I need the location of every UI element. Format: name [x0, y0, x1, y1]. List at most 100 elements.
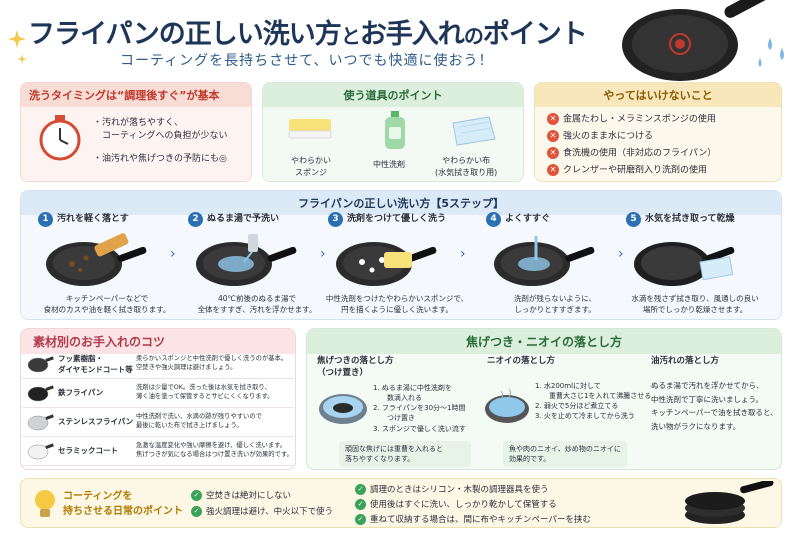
stains-title: 焦げつき・ニオイの落とし方 [307, 329, 781, 354]
step-pan-icon [634, 242, 735, 286]
step-number: 1 [38, 212, 53, 227]
tools-title: 使う道具のポイント [263, 83, 523, 107]
oil-lines: ぬるま湯で汚れを浮かせてから、中性洗剤で丁寧に洗いましょう。キッチンペーパーで油… [651, 381, 778, 431]
sparkle-icon [8, 30, 27, 64]
material-row: フッ素樹脂・ダイヤモンドコート等柔らかいスポンジと中性洗剤で優しく洗うのが基本。… [22, 350, 294, 379]
sponge-icon [288, 119, 332, 139]
burnt-note: 頑固な焦げには重曹を入れると落ちやすくなります。 [339, 441, 471, 467]
stacked-pans-icon [685, 481, 774, 524]
material-name: セラミックコート [58, 446, 118, 455]
step-desc-1: 40℃前後のぬるま湯で [218, 294, 296, 303]
step-desc-2: 円を描くように優しく洗います。 [341, 305, 453, 314]
odor-title: ニオイの落とし方 [487, 356, 556, 366]
step-desc-2: 場所でしっかり乾燥させます。 [642, 305, 748, 314]
steps-title: フライパンの正しい洗い方【5ステップ】 [21, 191, 781, 215]
timing-line-1: ・汚れが落ちやすく、 [93, 118, 184, 128]
dont-item: ✕クレンザーや研磨剤入り洗剤の使用 [547, 164, 707, 178]
step-desc-1: 水滴を残さず拭き取り、風通しの良い [631, 294, 759, 303]
clock-icon [39, 115, 81, 161]
step-desc-2: しっかりとすすぎます。 [514, 305, 596, 314]
donts-title: やってはいけないこと [535, 83, 781, 107]
step-desc-1: 中性洗剤をつけたやわらかいスポンジで、 [325, 294, 469, 303]
cloth-icon [452, 116, 496, 146]
step-number: 5 [626, 212, 641, 227]
material-desc: 急激な温度変化や強い摩擦を避け、優しく洗います。焦げつきが気になる場合はつけ置き… [136, 442, 293, 459]
tool-label-detergent: 中性洗剤 [373, 160, 405, 169]
step-pan-icon [494, 236, 595, 286]
x-icon: ✕ [547, 164, 559, 176]
pan-icon [27, 356, 54, 373]
dont-item: ✕食洗機の使用（非対応のフライパン） [547, 147, 716, 161]
dont-item: ✕金属たわし・メラミンスポンジの使用 [547, 113, 716, 127]
arrow-right-icon: › [170, 246, 176, 262]
step-number: 2 [188, 212, 203, 227]
timing-title: 洗うタイミングは“調理後すぐ”が基本 [21, 83, 251, 107]
page-subtitle: コーティングを長持ちさせて、いつでも快適に使おう！ [120, 53, 494, 69]
timing-line-2: コーティングへの負担が少ない [93, 131, 228, 141]
soaking-pan-icon [319, 394, 367, 424]
material-desc: 柔らかいスポンジと中性洗剤で優しく洗うのが基本。空焚きや強火調理は避けましょう。 [136, 355, 288, 372]
check-icon: ✓ [191, 490, 202, 501]
footer-panel: コーティングを持ちさせる日常のポイント ✓空焚きは絶対にしない ✓強火調理は避け… [20, 478, 782, 528]
materials-panel: 素材別のお手入れのコツ [20, 328, 296, 470]
arrow-right-icon: › [460, 246, 466, 262]
x-icon: ✕ [547, 113, 559, 125]
footer-left-list: ✓空焚きは絶対にしない ✓強火調理は避け、中火以下で使う [191, 488, 333, 520]
footer-title: コーティングを持ちさせる日常のポイント [63, 491, 183, 517]
stains-panel: 焦げつき・ニオイの落とし方 焦げつきの落とし方（つけ置き） 1. ぬるま湯に中性… [306, 328, 782, 470]
pan-icon [27, 385, 54, 402]
x-icon: ✕ [547, 147, 559, 159]
check-icon: ✓ [191, 506, 202, 518]
step-number: 4 [486, 212, 501, 227]
step-pan-icon [196, 234, 297, 286]
timing-line-3: ・油汚れや焦げつきの予防にも◎ [93, 154, 227, 164]
dont-item: ✕強火のまま水につける [547, 130, 653, 144]
material-row: ステンレスフライパン中性洗剤で洗い、水滴の跡が残りやすいので最後に乾いた布で拭き… [22, 408, 294, 437]
step-desc-2: 食材のカスや油を軽く拭き取ります。 [43, 305, 171, 314]
step-desc-1: キッチンペーパーなどで [65, 294, 149, 303]
material-name: フッ素樹脂・ダイヤモンドコート等 [58, 354, 133, 374]
material-desc: 洗剤は少量でOK。洗った後は水気を拭き取り、薄く油を塗って保管するとサビにくくな… [136, 384, 274, 401]
pan-icon [27, 414, 54, 431]
tools-panel: 使う道具のポイント やわらかいスポンジ 中性洗剤 やわらかい布(水気拭き取り用) [262, 82, 524, 182]
odor-note: 魚や肉のニオイ、炒め物のニオイに効果的です。 [503, 441, 627, 467]
materials-title: 素材別のお手入れのコツ [21, 329, 295, 354]
material-desc: 中性洗剤で洗い、水滴の跡が残りやすいので最後に乾いた布で拭き上げましょう。 [136, 413, 262, 430]
check-icon: ✓ [355, 513, 366, 525]
pan-icon [27, 443, 54, 460]
page-title: フライパンの正しい洗い方とお手入れのポイント [28, 19, 588, 50]
check-icon: ✓ [355, 498, 366, 510]
oil-title: 油汚れの落とし方 [651, 356, 720, 366]
step-pan-icon [46, 233, 147, 286]
step-desc-2: 全体をすすぎ、汚れを浮かせます。 [197, 305, 317, 314]
material-name: ステンレスフライパン [58, 417, 134, 426]
arrow-right-icon: › [320, 246, 326, 262]
burnt-title: 焦げつきの落とし方（つけ置き） [317, 356, 394, 379]
footer-right-list: ✓調理のときはシリコン・木製の調理器具を使う ✓使用後はすぐに洗い、しっかり乾か… [355, 483, 591, 527]
material-name: 鉄フライパン [58, 388, 104, 397]
tool-label-sponge: やわらかいスポンジ [291, 156, 331, 177]
arrow-right-icon: › [618, 246, 624, 262]
tool-label-cloth: やわらかい布(水気拭き取り用) [435, 156, 498, 177]
frying-pan-icon [622, 0, 784, 81]
donts-panel: やってはいけないこと ✕金属たわし・メラミンスポンジの使用 ✕強火のまま水につけ… [534, 82, 782, 182]
lightbulb-icon [35, 490, 55, 517]
check-icon: ✓ [355, 484, 366, 495]
boiling-pan-icon [485, 388, 529, 423]
detergent-bottle-icon [385, 111, 405, 149]
material-row: セラミックコート 急激な温度変化や強い摩擦を避け、優しく洗います。焦げつきが気にな… [22, 437, 294, 466]
step-desc-1: 洗剤が残らないように、 [513, 294, 597, 303]
x-icon: ✕ [547, 130, 559, 142]
step-pan-icon [336, 242, 437, 286]
material-row: 鉄フライパン 洗剤は少量でOK。洗った後は水気を拭き取り、薄く油を塗って保管すると… [22, 379, 294, 408]
